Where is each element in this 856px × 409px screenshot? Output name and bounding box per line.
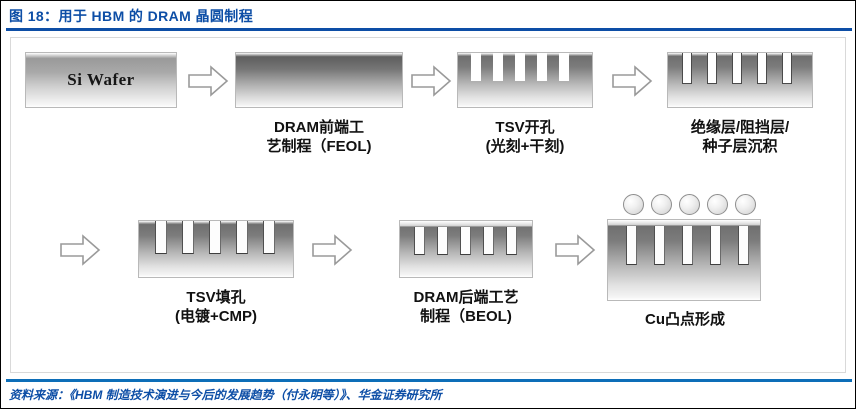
si-wafer-label: Si Wafer bbox=[67, 70, 135, 89]
filled-via bbox=[414, 226, 425, 255]
beol-block bbox=[399, 220, 533, 278]
filled-via bbox=[626, 226, 637, 265]
trench bbox=[782, 53, 792, 84]
title-divider bbox=[6, 28, 852, 31]
cu-bump bbox=[623, 194, 644, 215]
feol-caption: DRAM前端工 艺制程（FEOL) bbox=[266, 119, 372, 155]
arrow-3-icon bbox=[611, 65, 653, 97]
step-tsv-fill: TSV填孔 (电镀+CMP) bbox=[138, 220, 294, 325]
trench bbox=[732, 53, 742, 84]
filled-via bbox=[483, 226, 494, 255]
trench bbox=[757, 53, 767, 84]
cu-bump-block bbox=[607, 219, 761, 301]
step-si-wafer: Si Wafer bbox=[25, 52, 177, 108]
tsv-fill-caption: TSV填孔 (电镀+CMP) bbox=[174, 289, 258, 325]
cu-bump bbox=[707, 194, 728, 215]
trench bbox=[537, 53, 547, 81]
filled-via bbox=[236, 221, 248, 254]
bump-row bbox=[607, 194, 761, 216]
filled-via bbox=[506, 226, 517, 255]
filled-via bbox=[682, 226, 693, 265]
bump-cap-layer bbox=[608, 220, 760, 226]
arrow-6-icon bbox=[554, 234, 596, 266]
trench bbox=[707, 53, 717, 84]
step-tsv-etch: TSV开孔 (光刻+干刻) bbox=[457, 52, 593, 155]
trench bbox=[559, 53, 569, 81]
beol-cap-layer bbox=[400, 221, 532, 227]
figure-title: 图 18：用于 HBM 的 DRAM 晶圆制程 bbox=[9, 8, 254, 24]
beol-caption: DRAM后端工艺 制程（BEOL) bbox=[413, 289, 519, 325]
arrow-5-icon bbox=[311, 234, 353, 266]
filled-via bbox=[738, 226, 749, 265]
filled-via bbox=[209, 221, 221, 254]
tsv-etch-caption: TSV开孔 (光刻+干刻) bbox=[485, 119, 565, 155]
diagram-panel: Si Wafer DRAM前端工 艺制程（FEOL) bbox=[10, 37, 846, 373]
cu-bump bbox=[651, 194, 672, 215]
liner-block bbox=[667, 52, 813, 108]
filled-via bbox=[155, 221, 167, 254]
step-feol: DRAM前端工 艺制程（FEOL) bbox=[235, 52, 403, 155]
source-note: 资料来源：《HBM 制造技术演进与今后的发展趋势（付永明等）》、华金证券研究所 bbox=[9, 388, 442, 402]
step-beol: DRAM后端工艺 制程（BEOL) bbox=[399, 220, 533, 325]
trench bbox=[493, 53, 503, 81]
feol-block bbox=[235, 52, 403, 108]
filled-via bbox=[182, 221, 194, 254]
arrow-1-icon bbox=[187, 65, 229, 97]
step-cu-bump: Cu凸点形成 bbox=[607, 194, 761, 328]
step-liner-deposition: 绝缘层/阻挡层/ 种子层沉积 bbox=[667, 52, 813, 155]
footer-divider bbox=[6, 379, 852, 382]
arrow-4-icon bbox=[59, 234, 101, 266]
trench bbox=[515, 53, 525, 81]
si-wafer-block: Si Wafer bbox=[25, 52, 177, 108]
arrow-2-icon bbox=[410, 65, 452, 97]
filled-via bbox=[460, 226, 471, 255]
tsv-fill-block bbox=[138, 220, 294, 278]
cu-bump-caption: Cu凸点形成 bbox=[645, 311, 725, 328]
liner-caption: 绝缘层/阻挡层/ 种子层沉积 bbox=[690, 119, 790, 155]
cu-bump bbox=[679, 194, 700, 215]
filled-via bbox=[654, 226, 665, 265]
cu-bump bbox=[735, 194, 756, 215]
trench bbox=[682, 53, 692, 84]
tsv-etch-block bbox=[457, 52, 593, 108]
filled-via bbox=[437, 226, 448, 255]
trench bbox=[471, 53, 481, 81]
filled-via bbox=[263, 221, 275, 254]
filled-via bbox=[710, 226, 721, 265]
